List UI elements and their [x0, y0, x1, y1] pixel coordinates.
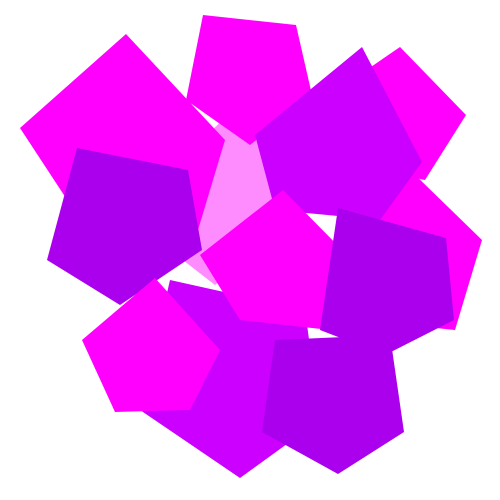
pentagon-bottom-right	[262, 335, 404, 474]
pentagon-center	[200, 190, 357, 330]
pentagon-top-center	[186, 15, 312, 145]
pentagon-top-right	[255, 47, 422, 220]
pentagon-left-purple	[47, 148, 202, 305]
pentagon-right-purple	[320, 208, 454, 355]
pentagon-bottom-left	[82, 278, 220, 412]
pentagon-layer	[20, 15, 482, 478]
